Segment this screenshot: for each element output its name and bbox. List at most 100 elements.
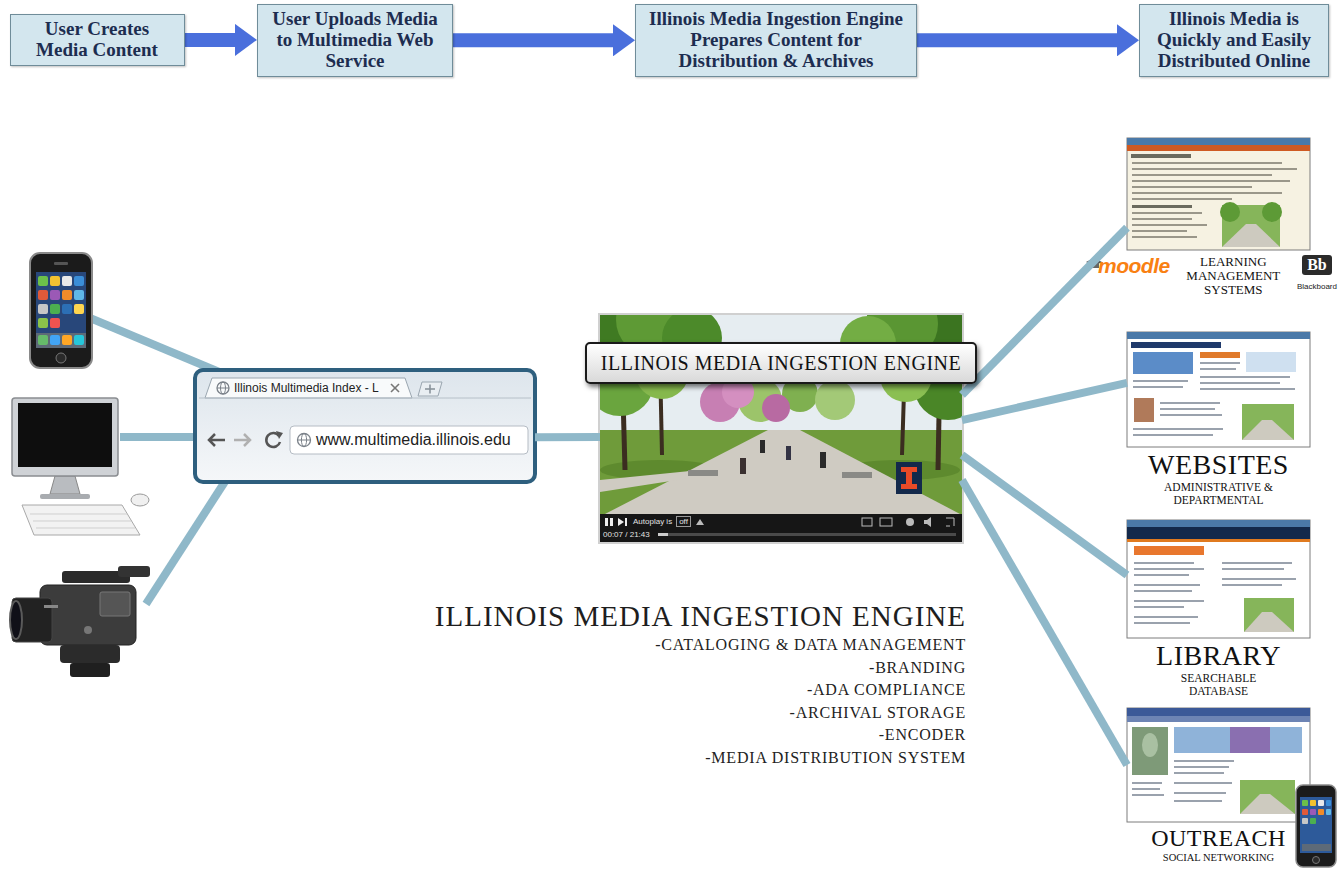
camcorder-icon xyxy=(118,566,150,577)
phone-icon xyxy=(56,353,66,363)
flow-arrow xyxy=(185,33,236,47)
social-screenshot xyxy=(1132,760,1234,802)
camcorder-icon xyxy=(70,663,110,677)
phone-icon xyxy=(1310,800,1316,806)
phone-icon xyxy=(1310,818,1316,824)
screenshot: OUTREACHSOCIAL NETWORKING xyxy=(1127,708,1310,822)
computer-icon xyxy=(22,505,140,535)
phone-icon xyxy=(1296,785,1336,867)
camcorder-icon xyxy=(10,566,150,677)
library-screenshot xyxy=(1222,562,1292,564)
phone-icon xyxy=(1310,809,1316,815)
library-screenshot xyxy=(1134,574,1189,576)
lms-screenshot xyxy=(1132,162,1282,164)
social-screenshot xyxy=(1174,772,1224,774)
camcorder-icon xyxy=(84,626,92,634)
lms-screenshot xyxy=(1127,138,1310,145)
phone-icon xyxy=(38,318,48,328)
website-screenshot xyxy=(1200,388,1295,390)
website-screenshot xyxy=(1133,352,1193,374)
list-item: -BRANDING xyxy=(435,657,966,680)
device-wire xyxy=(120,433,195,441)
video-picture xyxy=(610,518,613,526)
browser-frame xyxy=(217,382,229,394)
badge-text: ILLINOIS MEDIA INGESTION ENGINE xyxy=(601,352,961,375)
camcorder-icon xyxy=(44,605,58,608)
video-picture xyxy=(740,458,746,474)
section-subtitle: SEARCHABLE DATABASE xyxy=(1158,672,1280,697)
section-title: LIBRARY xyxy=(1107,642,1330,670)
library-screenshot xyxy=(1127,520,1310,638)
website-screenshot xyxy=(1160,408,1215,410)
phone-icon xyxy=(30,253,92,368)
section-subtitle: ADMINISTRATIVE & DEPARTMENTAL xyxy=(1158,481,1280,506)
library-screenshot xyxy=(1134,568,1204,570)
website-screenshot xyxy=(1160,414,1222,416)
phone-icon xyxy=(62,304,72,314)
phone-icon xyxy=(62,290,72,300)
video-picture xyxy=(600,430,962,514)
browser-window: Illinois Multimedia Index - Lwww.multime… xyxy=(195,370,535,482)
computer-icon xyxy=(12,398,118,476)
phone-icon xyxy=(1302,844,1331,851)
lms-screenshot xyxy=(1132,230,1187,232)
section-title: OUTREACH xyxy=(1107,826,1330,850)
flow-arrow xyxy=(453,33,613,47)
library-screenshot xyxy=(1222,584,1282,586)
lms-screenshot xyxy=(1132,168,1297,170)
lms-screenshot xyxy=(1132,192,1282,194)
website-screenshot xyxy=(1127,332,1310,339)
video-picture xyxy=(605,518,608,526)
video-picture xyxy=(600,315,962,514)
lms-screenshot xyxy=(1132,212,1202,214)
website-screenshot xyxy=(1127,332,1310,447)
video-picture xyxy=(924,517,931,527)
list-item: -CATALOGING & DATA MANAGEMENT xyxy=(435,634,966,657)
phone-icon xyxy=(1318,800,1324,806)
video-picture xyxy=(573,284,991,544)
phone-icon xyxy=(74,276,84,286)
video-picture xyxy=(760,440,765,453)
list-heading: ILLINOIS MEDIA INGESTION ENGINE xyxy=(435,598,966,634)
video-picture xyxy=(862,518,872,526)
phone-icon xyxy=(1302,809,1308,815)
lms-screenshot xyxy=(1127,138,1310,250)
logo-text: Bb xyxy=(1302,255,1332,275)
computer-icon xyxy=(131,494,149,506)
feature-list: ILLINOIS MEDIA INGESTION ENGINE-CATALOGI… xyxy=(435,598,966,769)
caption-group: OUTREACHSOCIAL NETWORKING xyxy=(1107,826,1330,864)
browser-frame xyxy=(429,385,431,394)
list-item: -MEDIA DISTRIBUTION SYSTEM xyxy=(435,747,966,770)
website-screenshot xyxy=(1134,398,1154,422)
browser-frame xyxy=(199,398,531,399)
website-screenshot xyxy=(1242,404,1294,440)
title-badge: ILLINOIS MEDIA INGESTION ENGINE xyxy=(585,342,977,384)
social-screenshot xyxy=(1127,708,1310,822)
social-screenshot xyxy=(1174,792,1226,794)
lms-screenshot xyxy=(1262,202,1282,222)
website-screenshot xyxy=(1200,376,1290,378)
social-screenshot xyxy=(1132,794,1164,796)
lms-screenshot xyxy=(1131,154,1191,158)
video-picture xyxy=(605,430,960,514)
caption-group: LIBRARYSEARCHABLE DATABASE xyxy=(1107,642,1330,697)
social-screenshot xyxy=(1240,780,1295,814)
website-screenshot xyxy=(1246,352,1296,372)
computer-icon xyxy=(36,528,135,529)
social-screenshot xyxy=(1174,727,1302,753)
website-screenshot xyxy=(1131,342,1221,348)
library-screenshot xyxy=(1244,598,1294,632)
video-picture xyxy=(762,394,790,422)
video-picture xyxy=(815,380,855,420)
phone-icon xyxy=(36,333,86,348)
browser-frame xyxy=(391,384,399,392)
lms-screenshot xyxy=(1220,202,1240,222)
phone-icon xyxy=(1326,800,1331,806)
library-screenshot xyxy=(1127,520,1310,527)
phone-icon xyxy=(38,276,48,286)
phone-icon xyxy=(1326,809,1331,815)
video-picture xyxy=(842,472,872,478)
video-picture xyxy=(658,533,956,536)
library-screenshot xyxy=(1127,520,1310,638)
